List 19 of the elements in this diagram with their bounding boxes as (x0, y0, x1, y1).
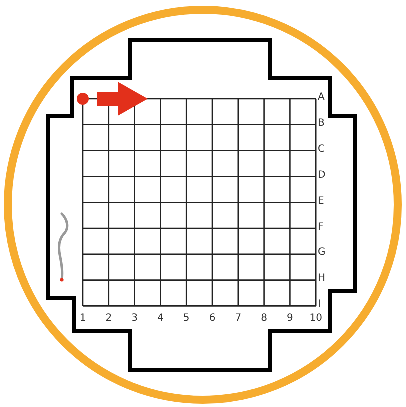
row-label: A (318, 92, 325, 104)
column-label: 4 (158, 313, 164, 325)
row-label: H (318, 273, 326, 286)
column-label: 7 (235, 313, 242, 325)
column-label: 5 (183, 313, 190, 325)
column-label: 6 (209, 313, 216, 325)
column-label: 9 (287, 313, 294, 325)
row-label: C (318, 144, 325, 156)
column-label: 1 (80, 313, 86, 325)
row-label: G (318, 247, 326, 260)
row-label: E (318, 196, 324, 208)
row-label: I (318, 299, 321, 312)
row-label: F (318, 222, 324, 234)
column-label: 8 (261, 313, 268, 325)
column-label: 2 (106, 313, 112, 325)
column-label: 3 (132, 313, 138, 325)
row-label: D (318, 170, 326, 182)
column-label: 10 (310, 313, 322, 325)
row-label: B (318, 118, 325, 130)
